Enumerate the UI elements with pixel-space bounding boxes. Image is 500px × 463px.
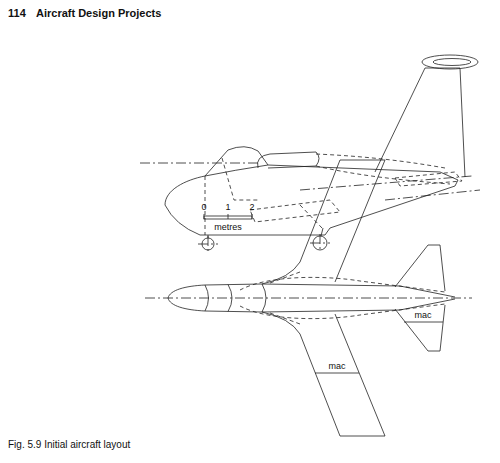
fin [375, 68, 465, 177]
figure-caption: Fig. 5.9 Initial aircraft layout [8, 440, 130, 450]
page-number: 114 [8, 8, 26, 19]
hidden-lines [205, 154, 462, 235]
fuselage-upper [168, 284, 455, 298]
tailplane-upper [395, 245, 445, 291]
wing-lower [262, 312, 385, 436]
running-head: Aircraft Design Projects [36, 8, 161, 19]
side-view [140, 55, 480, 252]
main-wheel [313, 236, 327, 250]
mac-label: mac [327, 362, 346, 371]
scale-bar [204, 214, 252, 219]
intake [258, 152, 320, 168]
fuselage-lower [168, 298, 455, 312]
wing-mac-line [315, 373, 359, 374]
plan-view [145, 160, 472, 436]
fuselage-outline [165, 147, 458, 235]
tailplane-lower [395, 305, 445, 351]
canopy-line [205, 165, 268, 176]
fin-tip-pod [422, 55, 478, 69]
scale-unit-label: metres [214, 223, 242, 232]
fin-tip-pod-inner [433, 59, 471, 66]
scale-tick-label: 1 [225, 203, 230, 212]
scale-tick-label: 2 [249, 203, 254, 212]
wing-upper [262, 160, 385, 284]
center-lines [140, 163, 480, 252]
tail-mac-line [404, 322, 443, 323]
mac-label: mac [413, 311, 432, 320]
nose-wheel [202, 238, 214, 250]
scale-tick-label: 0 [201, 203, 206, 212]
center-line [145, 298, 472, 299]
